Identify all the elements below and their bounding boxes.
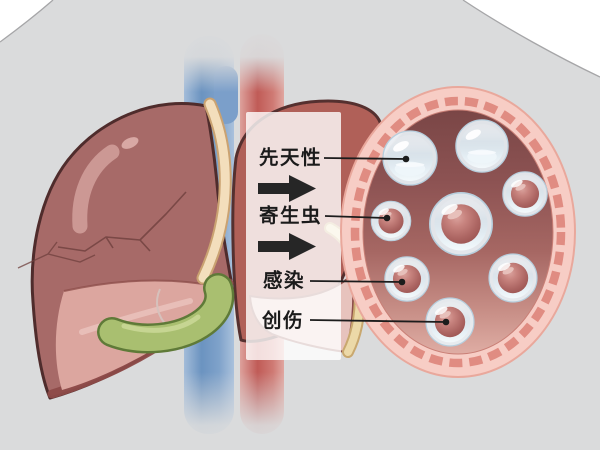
- leader-line-trauma: [309, 319, 447, 323]
- gallbladder: [97, 273, 235, 354]
- liver-fissure-line-2: [17, 241, 96, 269]
- visceral-highlight: [79, 298, 193, 335]
- leader-dot-infection: [398, 278, 406, 286]
- cyst-solid-5: [429, 192, 493, 256]
- right-arrow-icon: [258, 233, 316, 260]
- liver-fissure-line: [57, 191, 187, 252]
- cyst-solid-3: [502, 171, 548, 217]
- falciform-ligament: [196, 97, 232, 285]
- leader-dot-congenital: [402, 155, 410, 163]
- leader-line-congenital: [323, 157, 407, 160]
- leader-dot-trauma: [442, 318, 450, 326]
- label-parasite: 寄生虫: [259, 205, 323, 227]
- leader-lines: [309, 155, 450, 326]
- capsule-dashed-ring: [350, 96, 566, 368]
- leader-line-parasite: [324, 215, 388, 219]
- leader-line-infection: [309, 280, 403, 283]
- label-congenital: 先天性: [259, 147, 323, 169]
- vessel-fade-bottom: [170, 372, 296, 448]
- shoulder-line-right: [462, 0, 600, 78]
- label-infection: 感染: [263, 270, 306, 292]
- cyst-solid-6: [384, 256, 430, 302]
- cyst-solid-4: [370, 200, 412, 242]
- liver-highlight-spot: [121, 137, 139, 149]
- shoulder-line-left: [0, 0, 54, 43]
- leader-dot-parasite: [383, 214, 391, 222]
- label-trauma: 创伤: [262, 310, 305, 332]
- background-corner-right: [463, 0, 600, 77]
- right-arrow-icon: [258, 175, 316, 202]
- cyst-solid-7: [488, 253, 538, 303]
- liver-highlight-streak: [72, 144, 120, 234]
- gallbladder-highlight: [121, 314, 201, 333]
- vessel-fade-top: [170, 28, 296, 92]
- cyst-fluid-2: [455, 119, 509, 173]
- magnified-capsule-view: [340, 86, 576, 378]
